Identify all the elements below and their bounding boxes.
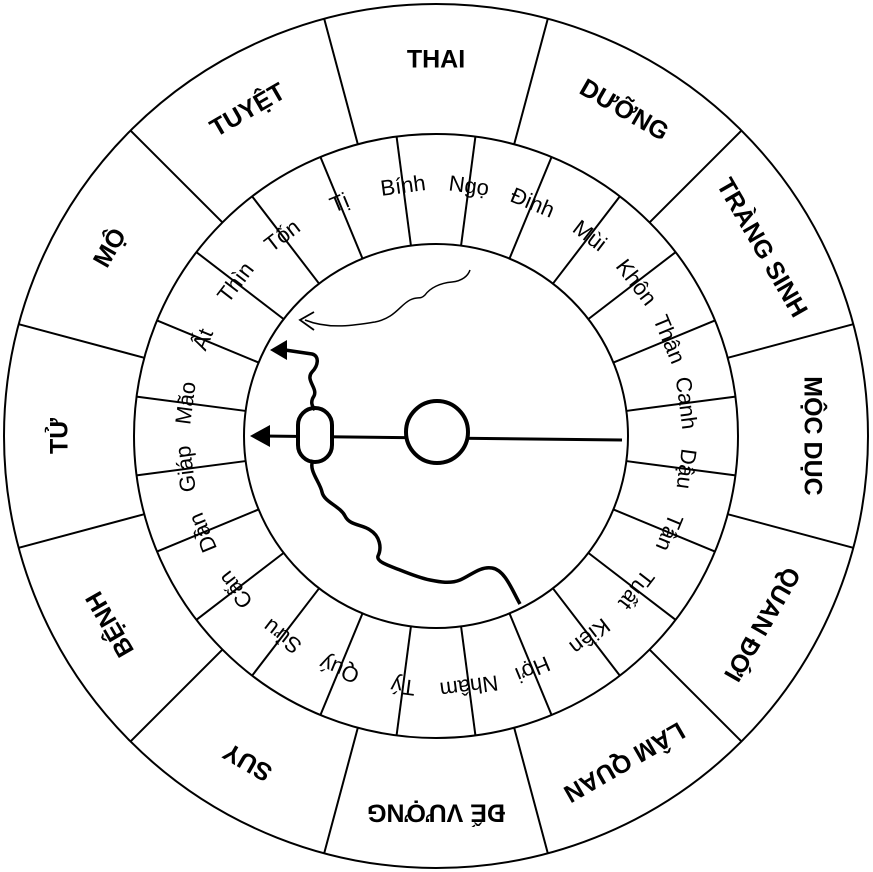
inner-sector-label: Quý [316, 650, 363, 689]
inner-sector-divider [552, 587, 621, 677]
outer-sector-divider [129, 129, 224, 224]
outer-sector-divider [648, 129, 743, 224]
inner-sector-label: Thân [648, 311, 690, 367]
outer-sector-divider [648, 648, 743, 743]
inner-sector-divider [395, 626, 412, 736]
thin-arrow-icon [298, 311, 315, 331]
inner-sector-divider [319, 156, 364, 259]
inner-sector-label: Tị [326, 187, 353, 217]
inner-sector-label: Hợi [512, 651, 554, 688]
outer-sector-label: DƯỠNG [575, 72, 675, 147]
outer-sector-label: MỘC DỤC [798, 376, 828, 495]
outer-sector-divider [18, 513, 145, 549]
outer-sector-divider [513, 18, 549, 145]
inner-sector-divider [552, 195, 621, 285]
inner-sector-divider [195, 552, 285, 621]
inner-sector-divider [251, 587, 320, 677]
middle-ring-circle [133, 133, 739, 739]
inner-sector-divider [136, 460, 246, 477]
inner-sector-label: Tuất [613, 565, 659, 615]
outer-sector-label: TỬ [44, 418, 74, 454]
inner-sector-label: Đinh [507, 182, 558, 222]
inner-sector-divider [251, 195, 320, 285]
inner-sector-label: Thìn [212, 257, 259, 307]
inner-sector-divider [136, 395, 246, 412]
inner-sector-label: Tốn [260, 214, 305, 257]
inner-sector-divider [626, 460, 736, 477]
axis-arrow-icon [250, 425, 270, 447]
outer-sector-divider [18, 323, 145, 359]
inner-sector-label: Tân [651, 510, 689, 555]
thin-river-line [304, 269, 471, 327]
inner-sector-label: Bính [379, 170, 427, 201]
outer-sector-label: MỘ [86, 222, 132, 272]
inner-sector-divider [508, 613, 553, 716]
outer-sector-label: THAI [407, 46, 465, 74]
inner-sector-divider [319, 613, 364, 716]
inner-sector-label: Ngọ [447, 170, 490, 200]
inner-sector-divider [460, 136, 477, 246]
inner-sector-label: Nhâm [438, 670, 499, 702]
inner-sector-label: Tý [389, 673, 417, 701]
center-circle [404, 399, 470, 465]
inner-sector-label: Khôn [611, 254, 662, 310]
inner-sector-label: Kiền [565, 613, 615, 660]
outer-sector-divider [727, 513, 854, 549]
outer-sector-divider [323, 18, 359, 145]
thick-arrow-icon [270, 340, 287, 360]
inner-sector-label: Sửu [258, 614, 306, 659]
inner-sector-divider [156, 319, 259, 364]
inner-sector-label: Canh [671, 375, 703, 430]
outer-sector-divider [513, 727, 549, 854]
outer-sector-label: TUYỆT [204, 76, 290, 143]
inner-sector-label: Dần [183, 509, 222, 556]
pill-shape [296, 406, 334, 464]
inner-sector-divider [156, 508, 259, 553]
inner-ring-circle [243, 243, 629, 629]
outer-sector-label: ĐẾ VƯỢNG [367, 798, 505, 827]
wheel-rings [3, 3, 869, 869]
outer-sector-label: SUY [218, 737, 277, 787]
inner-sector-divider [395, 136, 412, 246]
inner-sector-divider [626, 395, 736, 412]
outer-sector-divider [727, 323, 854, 359]
inner-sector-label: Cấn [213, 566, 257, 613]
outer-ring-circle [3, 3, 869, 869]
inner-sector-label: Mùi [568, 215, 611, 256]
inner-sector-divider [613, 319, 716, 364]
inner-sector-label: Ất [187, 325, 218, 354]
inner-sector-divider [460, 626, 477, 736]
thick-river-line [284, 348, 522, 605]
inner-sector-label: Dậu [671, 447, 701, 490]
inner-sector-divider [587, 251, 677, 320]
outer-sector-label: LÂM QUAN [559, 716, 691, 809]
inner-sector-label: Mão [170, 380, 200, 426]
inner-sector-divider [587, 552, 677, 621]
outer-sector-divider [323, 727, 359, 854]
inner-sector-divider [195, 251, 285, 320]
inner-sector-label: Giáp [170, 444, 201, 493]
outer-sector-divider [129, 648, 224, 743]
inner-sector-divider [508, 156, 553, 259]
outer-sector-label: BỆNH [78, 587, 139, 663]
outer-sector-label: TRÀNG SINH [711, 173, 814, 322]
center-drawing [250, 269, 623, 605]
outer-sector-label: QUAN ĐỚI [718, 562, 807, 687]
inner-sector-divider [613, 508, 716, 553]
